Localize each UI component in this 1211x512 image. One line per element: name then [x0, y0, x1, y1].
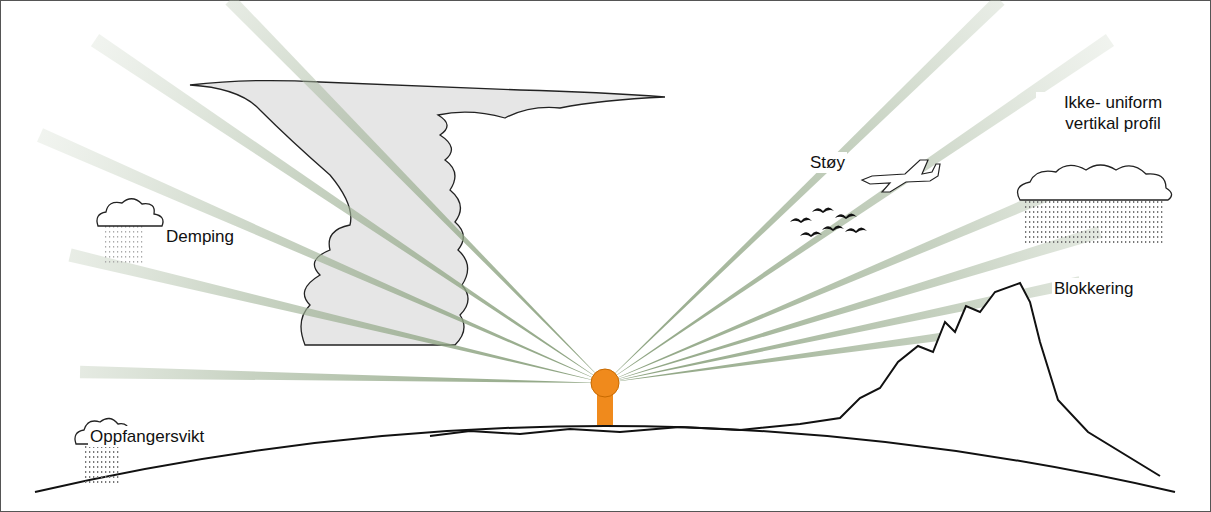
small-cloud-attenuation [97, 199, 163, 266]
mountain-fill [430, 283, 1160, 476]
birds [790, 208, 867, 238]
radar-beam [225, 0, 605, 383]
rain-cloud-profile [1018, 165, 1172, 244]
profile-label: Ikke- uniform vertikal profil [1036, 92, 1190, 135]
radar-dome [591, 369, 619, 397]
radar-beam [69, 249, 605, 383]
radar-beams [37, 0, 1114, 383]
radar-beam [91, 34, 605, 383]
earth-surface [35, 426, 1175, 492]
noise-label: Støy [808, 152, 847, 173]
radar-beam [80, 366, 605, 383]
attenuation-label: Demping [164, 226, 236, 247]
blocking-label: Blokkering [1052, 278, 1135, 299]
radar-beam [37, 128, 605, 383]
airplane [862, 160, 940, 192]
interceptor-label: Oppfangersvikt [88, 426, 206, 447]
mountain [430, 283, 1160, 476]
